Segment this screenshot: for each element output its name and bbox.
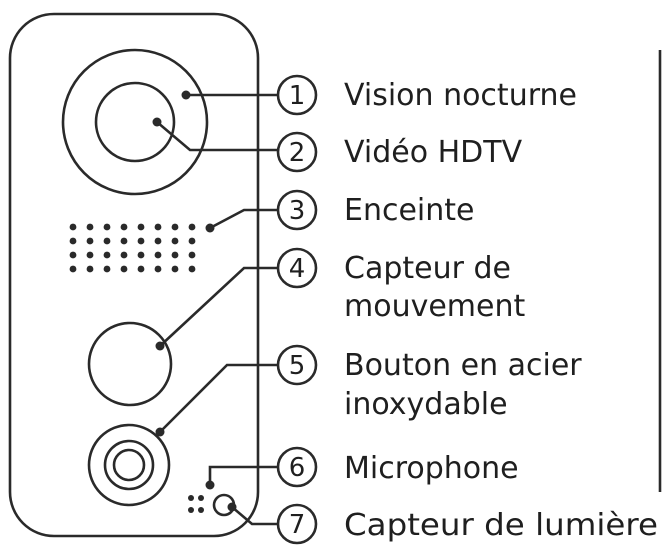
label-bouton-en-acier: Bouton en acier: [344, 348, 582, 383]
callout-3: 3 Enceinte: [276, 189, 475, 231]
speaker-dot: [188, 223, 196, 231]
number-text: 4: [289, 254, 306, 284]
leader-dot-4: [155, 341, 165, 351]
speaker-dot: [86, 237, 94, 245]
leader-line-4: [159, 266, 278, 347]
number-badge: [276, 74, 318, 116]
speaker-dot: [86, 265, 94, 273]
callout-7: 7 Capteur de lumière: [276, 503, 658, 545]
speaker-dot: [154, 251, 162, 259]
label-capteur-de-lumiere: Capteur de lumière: [344, 508, 658, 543]
speaker-dot: [69, 265, 77, 273]
speaker-dot: [69, 237, 77, 245]
leader-dot-2: [152, 117, 162, 127]
speaker-dot: [154, 223, 162, 231]
camera-lens: [94, 81, 176, 163]
leader-dot-7: [227, 502, 237, 512]
number-text: 2: [289, 138, 306, 168]
label-inoxydable: inoxydable: [344, 387, 508, 422]
number-badge: [276, 344, 318, 386]
label-video-hdtv: Vidéo HDTV: [344, 135, 523, 170]
doorbell-button-outer: [87, 423, 171, 507]
speaker-dot: [103, 223, 111, 231]
callout-6: 6 Microphone: [276, 446, 519, 488]
motion-sensor: [87, 321, 173, 407]
leader-line-2: [156, 121, 278, 152]
microphone-dot: [188, 495, 194, 501]
speaker-dot: [188, 251, 196, 259]
number-text: 1: [289, 81, 306, 111]
leader-dot-6: [205, 480, 215, 490]
speaker-dot: [188, 237, 196, 245]
number-text: 5: [289, 351, 306, 381]
number-badge: [276, 189, 318, 231]
speaker-dot: [103, 251, 111, 259]
callout-5: 5 Bouton en acier inoxydable: [276, 344, 582, 422]
speaker-dot: [103, 237, 111, 245]
leader-line-7: [231, 506, 278, 526]
leader-dot-5: [155, 427, 165, 437]
speaker-dot: [171, 223, 179, 231]
label-mouvement: mouvement: [344, 289, 525, 324]
speaker-dot: [120, 223, 128, 231]
speaker-dot: [154, 265, 162, 273]
speaker-dot: [188, 265, 196, 273]
speaker-dot: [69, 223, 77, 231]
number-text: 3: [289, 196, 306, 226]
microphone-dot: [188, 507, 194, 513]
callout-4: 4 Capteur de mouvement: [276, 247, 525, 324]
leader-line-5: [159, 363, 278, 433]
number-badge: [276, 446, 318, 488]
leader-dot-3: [205, 223, 215, 233]
doorbell-button-middle: [103, 439, 155, 491]
callout-1: 1 Vision nocturne: [276, 74, 577, 116]
speaker-dot: [154, 237, 162, 245]
label-enceinte: Enceinte: [344, 193, 475, 228]
speaker-dot: [120, 265, 128, 273]
speaker-dot: [103, 265, 111, 273]
speaker-dot: [171, 251, 179, 259]
microphone-dot: [198, 507, 204, 513]
speaker-dot: [137, 223, 145, 231]
speaker-dot: [86, 223, 94, 231]
label-capteur-de: Capteur de: [344, 251, 511, 286]
number-text: 7: [289, 510, 306, 540]
doorbell-button-inner: [112, 448, 146, 482]
speaker-dot: [171, 265, 179, 273]
number-text: 6: [289, 453, 306, 483]
speaker-grille: [69, 223, 196, 273]
speaker-dot: [171, 237, 179, 245]
number-badge: [276, 247, 318, 289]
microphone-dot: [198, 495, 204, 501]
doorbell-body: [8, 12, 260, 538]
speaker-dot: [86, 251, 94, 259]
leader-line-6: [208, 465, 278, 485]
speaker-dot: [137, 265, 145, 273]
number-badge: [276, 503, 318, 545]
speaker-dot: [137, 251, 145, 259]
label-microphone: Microphone: [344, 451, 519, 486]
speaker-dot: [120, 237, 128, 245]
speaker-dot: [69, 251, 77, 259]
speaker-dot: [120, 251, 128, 259]
number-badge: [276, 131, 318, 173]
camera-outer-ring: [61, 48, 209, 196]
label-vision-nocturne: Vision nocturne: [344, 78, 577, 113]
callout-2: 2 Vidéo HDTV: [276, 131, 523, 173]
leader-line-3: [209, 208, 278, 230]
leader-dot-1: [181, 90, 191, 100]
speaker-dot: [137, 237, 145, 245]
